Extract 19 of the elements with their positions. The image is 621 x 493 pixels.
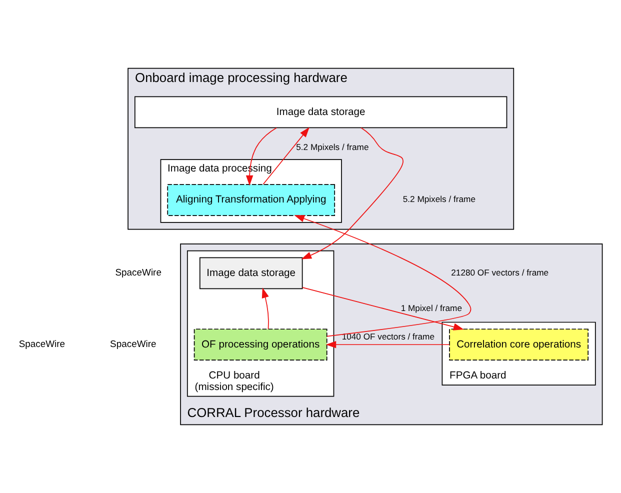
arrow bbox=[262, 288, 269, 330]
edge-label: 21280 OF vectors / frame bbox=[451, 267, 549, 278]
arrow bbox=[326, 341, 450, 348]
arrow bbox=[294, 215, 472, 337]
node-box: Correlation core operations bbox=[449, 328, 589, 361]
node-box: Aligning Transformation Applying bbox=[167, 184, 336, 216]
arrow bbox=[301, 127, 404, 260]
label: SpaceWire bbox=[18, 339, 66, 350]
edge-label: 5.2 Mpixels / frame bbox=[296, 142, 369, 152]
node-box: Image data storage bbox=[199, 257, 303, 290]
edge-label: 5.2 Mpixels / frame bbox=[402, 194, 476, 204]
edge-label: 1040 OF vectors / frame bbox=[342, 331, 435, 342]
arrow bbox=[262, 127, 310, 185]
node-box: OF processing operations bbox=[194, 328, 328, 361]
node-box: Image data storage bbox=[134, 96, 508, 128]
arrow bbox=[302, 286, 464, 330]
label: SpaceWire bbox=[115, 268, 162, 279]
edge-label: 1 Mpixel / frame bbox=[400, 303, 462, 314]
label: SpaceWire bbox=[110, 339, 156, 350]
